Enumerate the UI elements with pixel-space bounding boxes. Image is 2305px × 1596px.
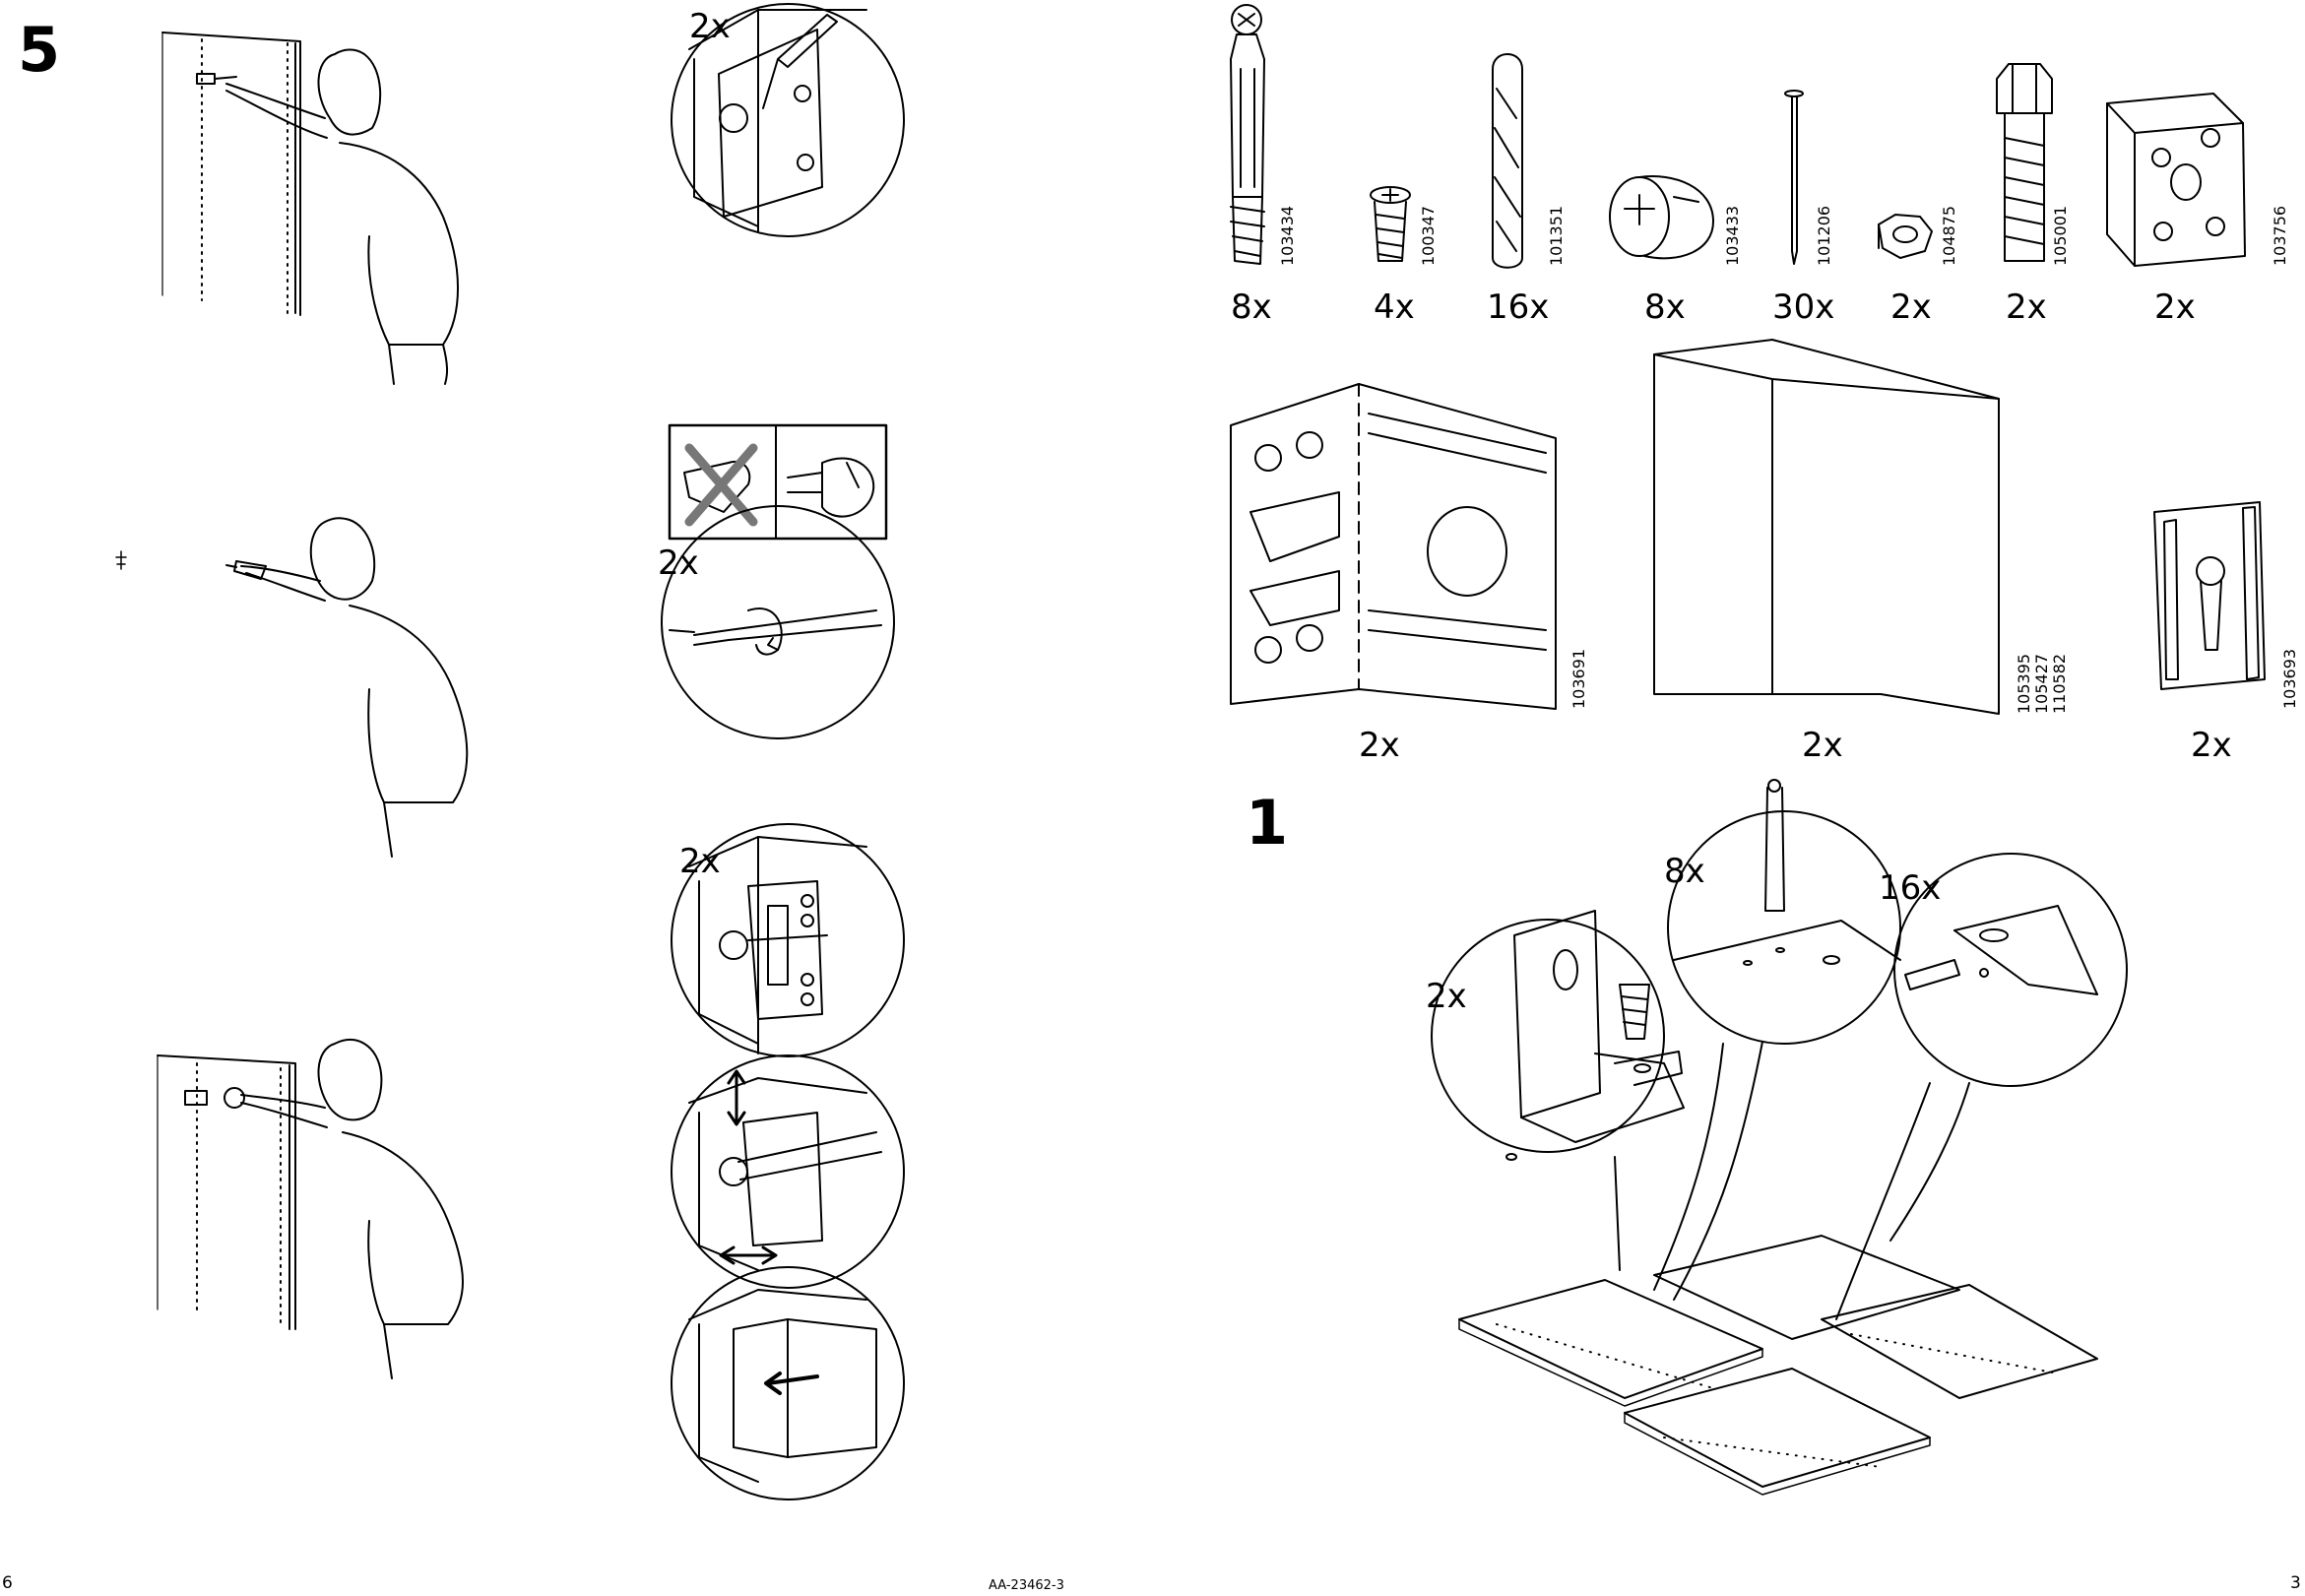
part-cover-cap-105395 bbox=[1653, 339, 2000, 715]
part-nut-104875 bbox=[1878, 214, 1933, 259]
part-qty: 8x bbox=[1231, 287, 1272, 327]
part-dowel-101351 bbox=[1492, 53, 1523, 269]
detail-adjust-bracket-circle bbox=[671, 1054, 905, 1289]
part-qty: 2x bbox=[2154, 287, 2196, 327]
part-code: 101351 bbox=[1547, 205, 1566, 266]
part-qty: 2x bbox=[1359, 726, 1400, 765]
part-cam-lock-103433 bbox=[1609, 175, 1714, 260]
part-code: 105395 bbox=[2015, 653, 2033, 714]
part-qty: 2x bbox=[1802, 726, 1843, 765]
left-page-number: 6 bbox=[2, 1573, 13, 1593]
part-qty: 2x bbox=[2191, 726, 2232, 765]
part-qty: 2x bbox=[2006, 287, 2047, 327]
step1-panels-illustration bbox=[1458, 1235, 2098, 1496]
part-code: 100347 bbox=[1419, 205, 1438, 266]
part-qty: 4x bbox=[1374, 287, 1415, 327]
part-qty: 16x bbox=[1487, 287, 1550, 327]
step1-quantity-16x: 16x bbox=[1879, 868, 1942, 908]
man-screwing-wall-illustration bbox=[115, 517, 469, 858]
detail-quantity-1: 2x bbox=[689, 7, 731, 46]
screw-correct-incorrect-box bbox=[668, 423, 888, 541]
part-qty: 30x bbox=[1772, 287, 1835, 327]
step1-quantity-2x: 2x bbox=[1426, 977, 1467, 1016]
part-plate-103756 bbox=[2106, 93, 2246, 267]
step1-detail-stud-circle bbox=[1653, 779, 1901, 1301]
detail-mark-holes-circle bbox=[671, 3, 905, 237]
step-number-5: 5 bbox=[18, 14, 61, 86]
step1-detail-dowel-circle bbox=[1835, 853, 2128, 1320]
detail-quantity-3: 2x bbox=[679, 842, 721, 881]
step1-detail-bracket-circle bbox=[1431, 910, 1685, 1271]
step1-quantity-8x: 8x bbox=[1664, 852, 1705, 891]
part-code: 103691 bbox=[1569, 648, 1588, 709]
man-marking-wall-illustration bbox=[161, 32, 459, 385]
part-code: 103433 bbox=[1723, 205, 1742, 266]
part-code-2: 105427 bbox=[2032, 653, 2051, 714]
right-page-number: 3 bbox=[2290, 1573, 2301, 1593]
part-code: 105001 bbox=[2051, 205, 2070, 266]
man-hanging-cabinet-illustration bbox=[157, 1038, 464, 1379]
part-code: 104875 bbox=[1940, 205, 1958, 266]
part-code: 101206 bbox=[1815, 205, 1833, 266]
part-hanging-plate-103693 bbox=[2153, 501, 2266, 690]
part-bolt-105001 bbox=[1996, 63, 2053, 262]
part-code-3: 110582 bbox=[2050, 653, 2069, 714]
part-qty: 2x bbox=[1890, 287, 1932, 327]
part-nail-101206 bbox=[1784, 90, 1804, 265]
step-number-1: 1 bbox=[1246, 787, 1289, 859]
part-euro-screw-100347 bbox=[1370, 186, 1411, 262]
part-cam-stud-103434 bbox=[1230, 4, 1265, 265]
document-code: AA-23462-3 bbox=[989, 1578, 1064, 1593]
part-code: 103756 bbox=[2271, 205, 2289, 266]
detail-cover-cap-circle bbox=[671, 1266, 905, 1500]
detail-screwdriver-circle bbox=[661, 505, 895, 739]
detail-quantity-2: 2x bbox=[658, 543, 699, 583]
part-corner-bracket-103691 bbox=[1230, 383, 1557, 710]
part-qty: 8x bbox=[1644, 287, 1686, 327]
part-code: 103434 bbox=[1278, 205, 1297, 266]
part-code: 103693 bbox=[2280, 648, 2299, 709]
